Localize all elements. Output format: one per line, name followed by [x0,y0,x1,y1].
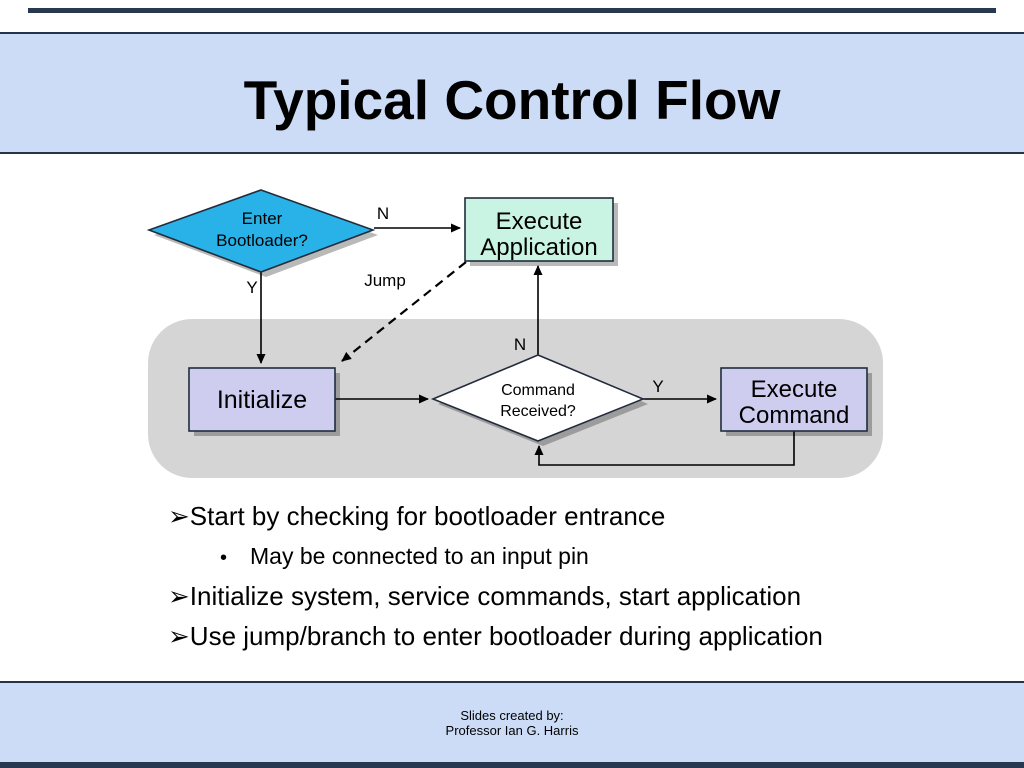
arrow-bullet-icon: ➢ [168,501,190,531]
footer-credit-line2: Professor Ian G. Harris [445,722,579,738]
enter-bootloader-diamond [146,189,376,273]
bullet-text: May be connected to an input pin [250,543,589,569]
bullet-text: Start by checking for bootloader entranc… [189,501,666,531]
arrow-bullet-icon: ➢ [168,581,190,611]
bullet-list: ➢Start by checking for bootloader entran… [168,500,948,652]
enter-bootloader-label-1: Enter [242,209,283,228]
list-item-sub: • May be connected to an input pin [168,542,948,572]
edge-label-n-inner: N [514,335,526,354]
command-received-diamond [430,354,646,442]
page-title: Typical Control Flow [243,69,781,131]
initialize-box [188,367,336,432]
bottom-navy-rule [0,762,1024,768]
edge-label-y-inner: Y [652,377,663,396]
initialize-label: Initialize [217,386,307,414]
footer-credit-line1: Slides created by: [460,707,564,723]
enter-bootloader-label-2: Bootloader? [216,231,308,250]
edge-label-n-top: N [377,204,389,223]
dot-bullet-icon: • [220,547,228,569]
edge-label-y-left: Y [246,278,257,297]
bullet-text: Use jump/branch to enter bootloader duri… [189,621,823,651]
execute-command-label-1: Execute [751,376,838,403]
bullet-text: Initialize system, service commands, sta… [189,581,802,611]
command-received-label-2: Received? [500,403,576,420]
arrow-bullet-icon: ➢ [168,621,190,651]
top-navy-rule [28,8,996,13]
footer-band: Slides created by: Professor Ian G. Harr… [0,681,1024,762]
edge-jump-dashed [341,261,467,362]
edge-loop-back [534,431,795,466]
edge-label-jump: Jump [364,271,406,290]
list-item: ➢Initialize system, service commands, st… [168,580,948,612]
title-band: Typical Control Flow [0,32,1024,154]
execute-application-label-1: Execute [496,208,583,235]
execute-application-box [464,197,614,262]
execute-command-box [720,367,868,432]
execute-command-label-2: Command [739,402,850,429]
list-item: ➢Use jump/branch to enter bootloader dur… [168,620,948,652]
control-flow-diagram: Enter Bootloader? Execute Application In… [146,189,883,478]
execute-application-label-2: Application [480,234,597,261]
command-received-label-1: Command [501,382,575,399]
list-item: ➢Start by checking for bootloader entran… [168,500,948,532]
